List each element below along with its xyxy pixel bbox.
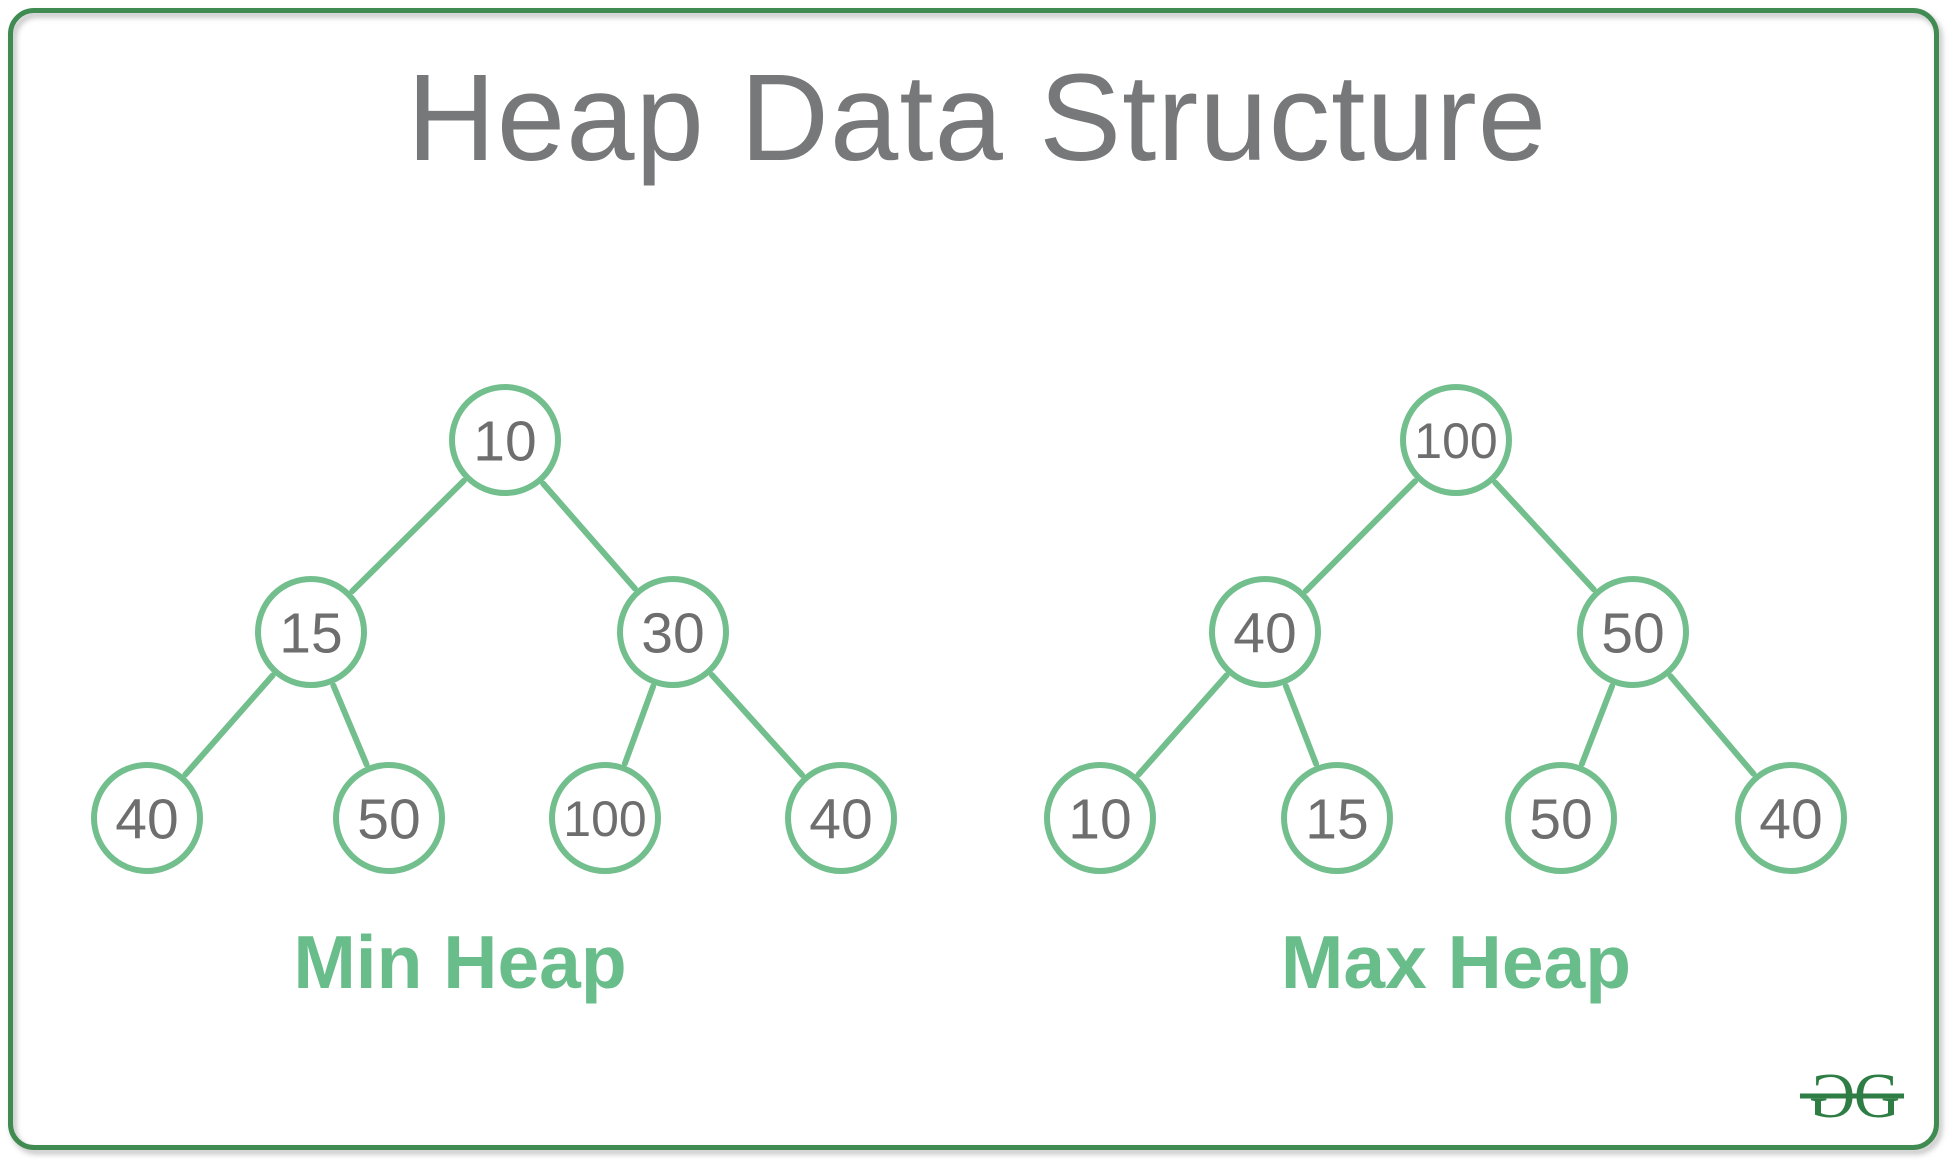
tree-node-value: 15 (279, 602, 342, 666)
tree-node-value: 15 (1305, 788, 1368, 852)
tree-node-value: 30 (641, 602, 704, 666)
tree-edge (1492, 479, 1597, 593)
min-heap-tree: 10 15 30 40 50 100 40 (91, 384, 897, 874)
geeksforgeeks-logo: G G (1800, 1060, 1904, 1131)
tree-node-value: 40 (1759, 788, 1822, 852)
tree-edge (1302, 478, 1419, 594)
tree-node-circle (1735, 762, 1847, 874)
tree-node-value: 40 (115, 788, 178, 852)
tree-node-circle (449, 384, 561, 496)
tree-node-circle (1577, 576, 1689, 688)
tree-edge (1282, 683, 1320, 767)
tree-node-circle (1400, 384, 1512, 496)
tree-node-circle (785, 762, 897, 874)
tree-node-value: 10 (1068, 788, 1131, 852)
tree-node-circle (333, 762, 445, 874)
min-heap-label: Min Heap (293, 920, 626, 1004)
tree-node-value: 100 (1414, 413, 1497, 469)
tree-node-value: 50 (357, 788, 420, 852)
tree-node-value: 50 (1529, 788, 1592, 852)
tree-edge (621, 683, 657, 767)
tree-edge (1578, 683, 1616, 767)
max-heap-tree: 100 40 50 10 15 50 40 (1044, 384, 1847, 874)
tree-node-value: 40 (809, 788, 872, 852)
tree-edge (1667, 673, 1757, 777)
tree-node-value: 50 (1601, 602, 1664, 666)
tree-node-value: 40 (1233, 602, 1296, 666)
card-border (8, 8, 1939, 1150)
page-title: Heap Data Structure (407, 50, 1547, 187)
tree-node-circle (1281, 762, 1393, 874)
max-heap-label: Max Heap (1281, 920, 1631, 1004)
tree-node-circle (91, 762, 203, 874)
tree-node-circle (1044, 762, 1156, 874)
tree-node-circle (255, 576, 367, 688)
tree-node-circle (1505, 762, 1617, 874)
tree-node-value: 100 (563, 791, 646, 847)
tree-edge (540, 480, 638, 592)
tree-edge (182, 672, 276, 778)
tree-edge (330, 682, 370, 768)
tree-node-circle (1209, 576, 1321, 688)
tree-node-circle (617, 576, 729, 688)
tree-edge (708, 672, 806, 778)
tree-node-value: 10 (473, 410, 536, 474)
tree-edge (349, 477, 467, 595)
tree-edge (1135, 672, 1230, 778)
tree-node-circle (549, 762, 661, 874)
